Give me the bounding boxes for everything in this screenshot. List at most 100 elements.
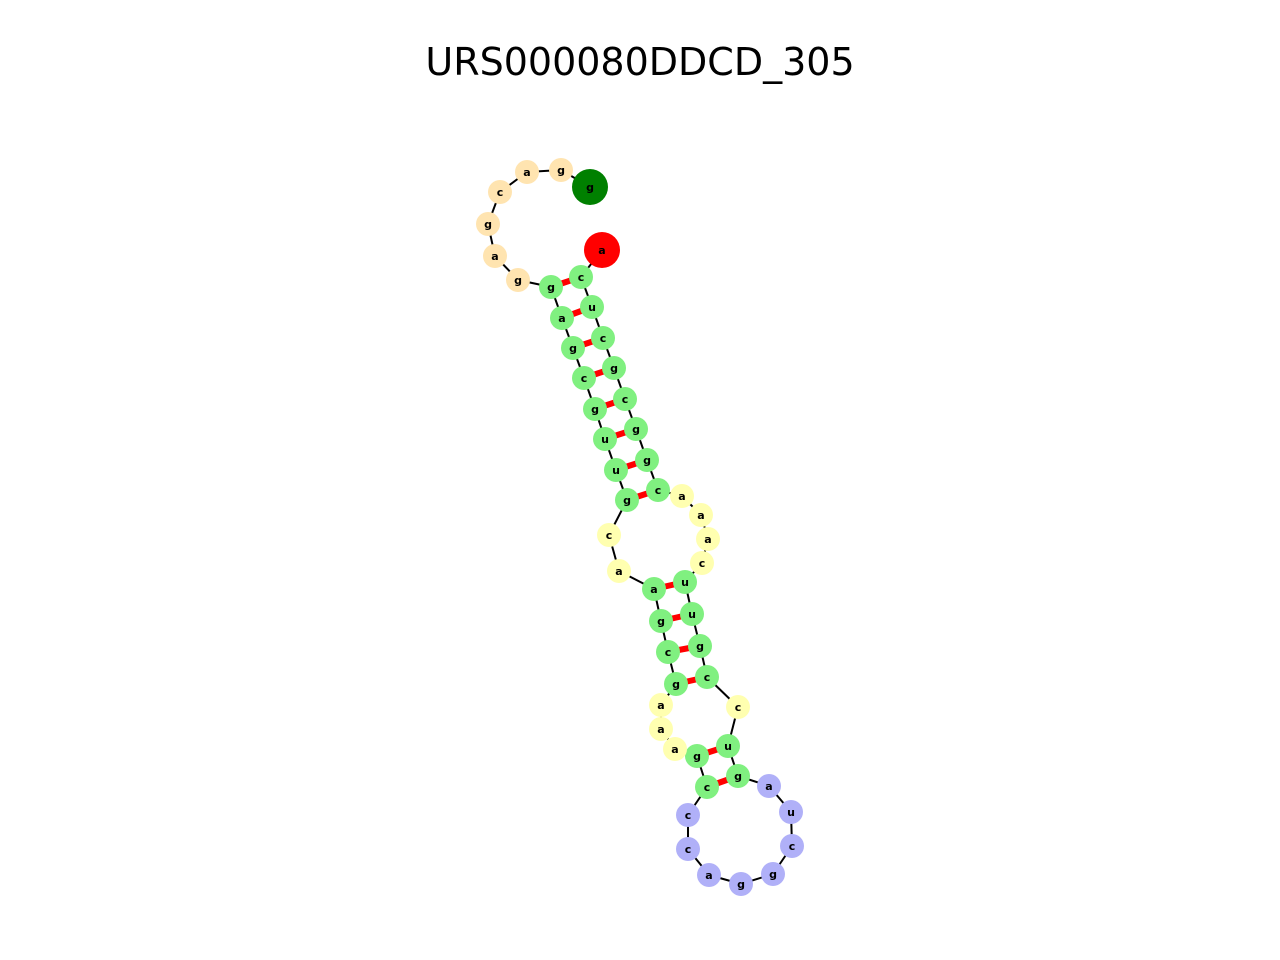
nucleotide-label: a bbox=[650, 583, 657, 596]
nucleotide-node bbox=[549, 158, 573, 182]
nucleotide-label: u bbox=[688, 608, 696, 621]
nucleotide-label: u bbox=[681, 576, 689, 589]
nucleotide-interior-loop: a bbox=[663, 737, 687, 761]
nucleotide-label: g bbox=[632, 423, 640, 436]
nucleotide-label: c bbox=[735, 701, 742, 714]
nucleotide-label: c bbox=[622, 393, 629, 406]
nucleotide-label: a bbox=[657, 723, 664, 736]
nucleotide-label: c bbox=[665, 646, 672, 659]
nucleotide-interior-loop: a bbox=[607, 559, 631, 583]
nucleotide-label: a bbox=[697, 509, 704, 522]
nucleotide-label: g bbox=[672, 678, 680, 691]
nucleotide-label: g bbox=[734, 770, 742, 783]
nucleotide-interior-loop: a bbox=[670, 484, 694, 508]
nucleotide-dangling: g bbox=[506, 268, 530, 292]
nucleotide-label: g bbox=[643, 454, 651, 467]
nucleotide-node bbox=[676, 803, 700, 827]
nucleotide-hairpin-loop: u bbox=[779, 800, 803, 824]
nucleotide-label: g bbox=[769, 868, 777, 881]
nucleotide-node bbox=[615, 488, 639, 512]
nucleotide-stem: g bbox=[539, 275, 563, 299]
nucleotide-node bbox=[716, 734, 740, 758]
nucleotide-label: g bbox=[696, 640, 704, 653]
nucleotide-label: a bbox=[558, 312, 565, 325]
nucleotide-stem: g bbox=[635, 448, 659, 472]
nucleotide-label: a bbox=[615, 565, 622, 578]
nucleotide-node bbox=[649, 693, 673, 717]
nucleotide-label: a bbox=[671, 743, 678, 756]
nucleotide-stem: g bbox=[688, 634, 712, 658]
nucleotide-label: c bbox=[685, 809, 692, 822]
nucleotide-node bbox=[680, 602, 704, 626]
nucleotide-node bbox=[676, 837, 700, 861]
nucleotide-label: c bbox=[600, 332, 607, 345]
nucleotide-stem: u bbox=[593, 427, 617, 451]
nucleotide-node bbox=[689, 503, 713, 527]
nucleotide-node bbox=[613, 387, 637, 411]
nucleotide-stem: c bbox=[572, 366, 596, 390]
nucleotide-interior-loop: a bbox=[649, 693, 673, 717]
nucleotide-dangling: g bbox=[549, 158, 573, 182]
nucleotide-stem: c bbox=[656, 640, 680, 664]
nucleotide-node bbox=[664, 672, 688, 696]
nucleotide-three-prime: g bbox=[572, 169, 608, 205]
nucleotide-stem: c bbox=[569, 265, 593, 289]
nucleotide-stem: g bbox=[664, 672, 688, 696]
nucleotide-node bbox=[761, 862, 785, 886]
nucleotide-label: a bbox=[598, 244, 605, 257]
nucleotide-stem: a bbox=[642, 577, 666, 601]
nucleotide-node bbox=[656, 640, 680, 664]
nucleotide-node bbox=[591, 326, 615, 350]
nucleotide-stem: g bbox=[685, 744, 709, 768]
nucleotide-node bbox=[688, 634, 712, 658]
nucleotide-node bbox=[690, 551, 714, 575]
nucleotide-interior-loop: c bbox=[726, 695, 750, 719]
nucleotide-node bbox=[572, 169, 608, 205]
nucleotide-node bbox=[604, 458, 628, 482]
nucleotide-label: c bbox=[704, 671, 711, 684]
nucleotide-stem: u bbox=[716, 734, 740, 758]
nucleotide-node bbox=[779, 800, 803, 824]
nucleotide-node bbox=[695, 665, 719, 689]
nucleotide-node bbox=[729, 872, 753, 896]
nucleotide-node bbox=[476, 212, 500, 236]
nucleotide-stem: c bbox=[591, 326, 615, 350]
nucleotide-node bbox=[685, 744, 709, 768]
nucleotide-dangling: a bbox=[515, 160, 539, 184]
nucleotide-node bbox=[696, 527, 720, 551]
nucleotide-node bbox=[649, 717, 673, 741]
nucleotide-five-prime: a bbox=[584, 232, 620, 268]
nucleotide-node bbox=[488, 180, 512, 204]
nucleotide-label: c bbox=[606, 529, 613, 542]
nucleotide-stem: u bbox=[604, 458, 628, 482]
nucleotide-interior-loop: a bbox=[696, 527, 720, 551]
nucleotide-stem: c bbox=[613, 387, 637, 411]
nucleotide-label: u bbox=[612, 464, 620, 477]
nucleotide-hairpin-loop: c bbox=[780, 834, 804, 858]
nucleotide-stem: c bbox=[646, 478, 670, 502]
nucleotide-label: c bbox=[578, 271, 585, 284]
nucleotide-node bbox=[757, 774, 781, 798]
nucleotide-node bbox=[695, 775, 719, 799]
nucleotide-hairpin-loop: c bbox=[676, 837, 700, 861]
nucleotide-label: g bbox=[623, 494, 631, 507]
nucleotide-node bbox=[624, 417, 648, 441]
nucleotide-node bbox=[602, 356, 626, 380]
nucleotide-label: g bbox=[557, 164, 565, 177]
nucleotide-node bbox=[539, 275, 563, 299]
nucleotide-label: g bbox=[586, 181, 594, 194]
nucleotide-stem: g bbox=[624, 417, 648, 441]
nucleotide-label: g bbox=[737, 878, 745, 891]
nucleotide-label: g bbox=[569, 342, 577, 355]
nucleotide-label: a bbox=[704, 533, 711, 546]
nucleotide-stem: g bbox=[649, 609, 673, 633]
nucleotide-label: u bbox=[787, 806, 795, 819]
nucleotide-node bbox=[673, 570, 697, 594]
nucleotide-label: a bbox=[765, 780, 772, 793]
nucleotide-label: g bbox=[484, 218, 492, 231]
nucleotide-node bbox=[663, 737, 687, 761]
nucleotide-label: a bbox=[491, 250, 498, 263]
nucleotide-node bbox=[593, 427, 617, 451]
nucleotide-stem: g bbox=[561, 336, 585, 360]
